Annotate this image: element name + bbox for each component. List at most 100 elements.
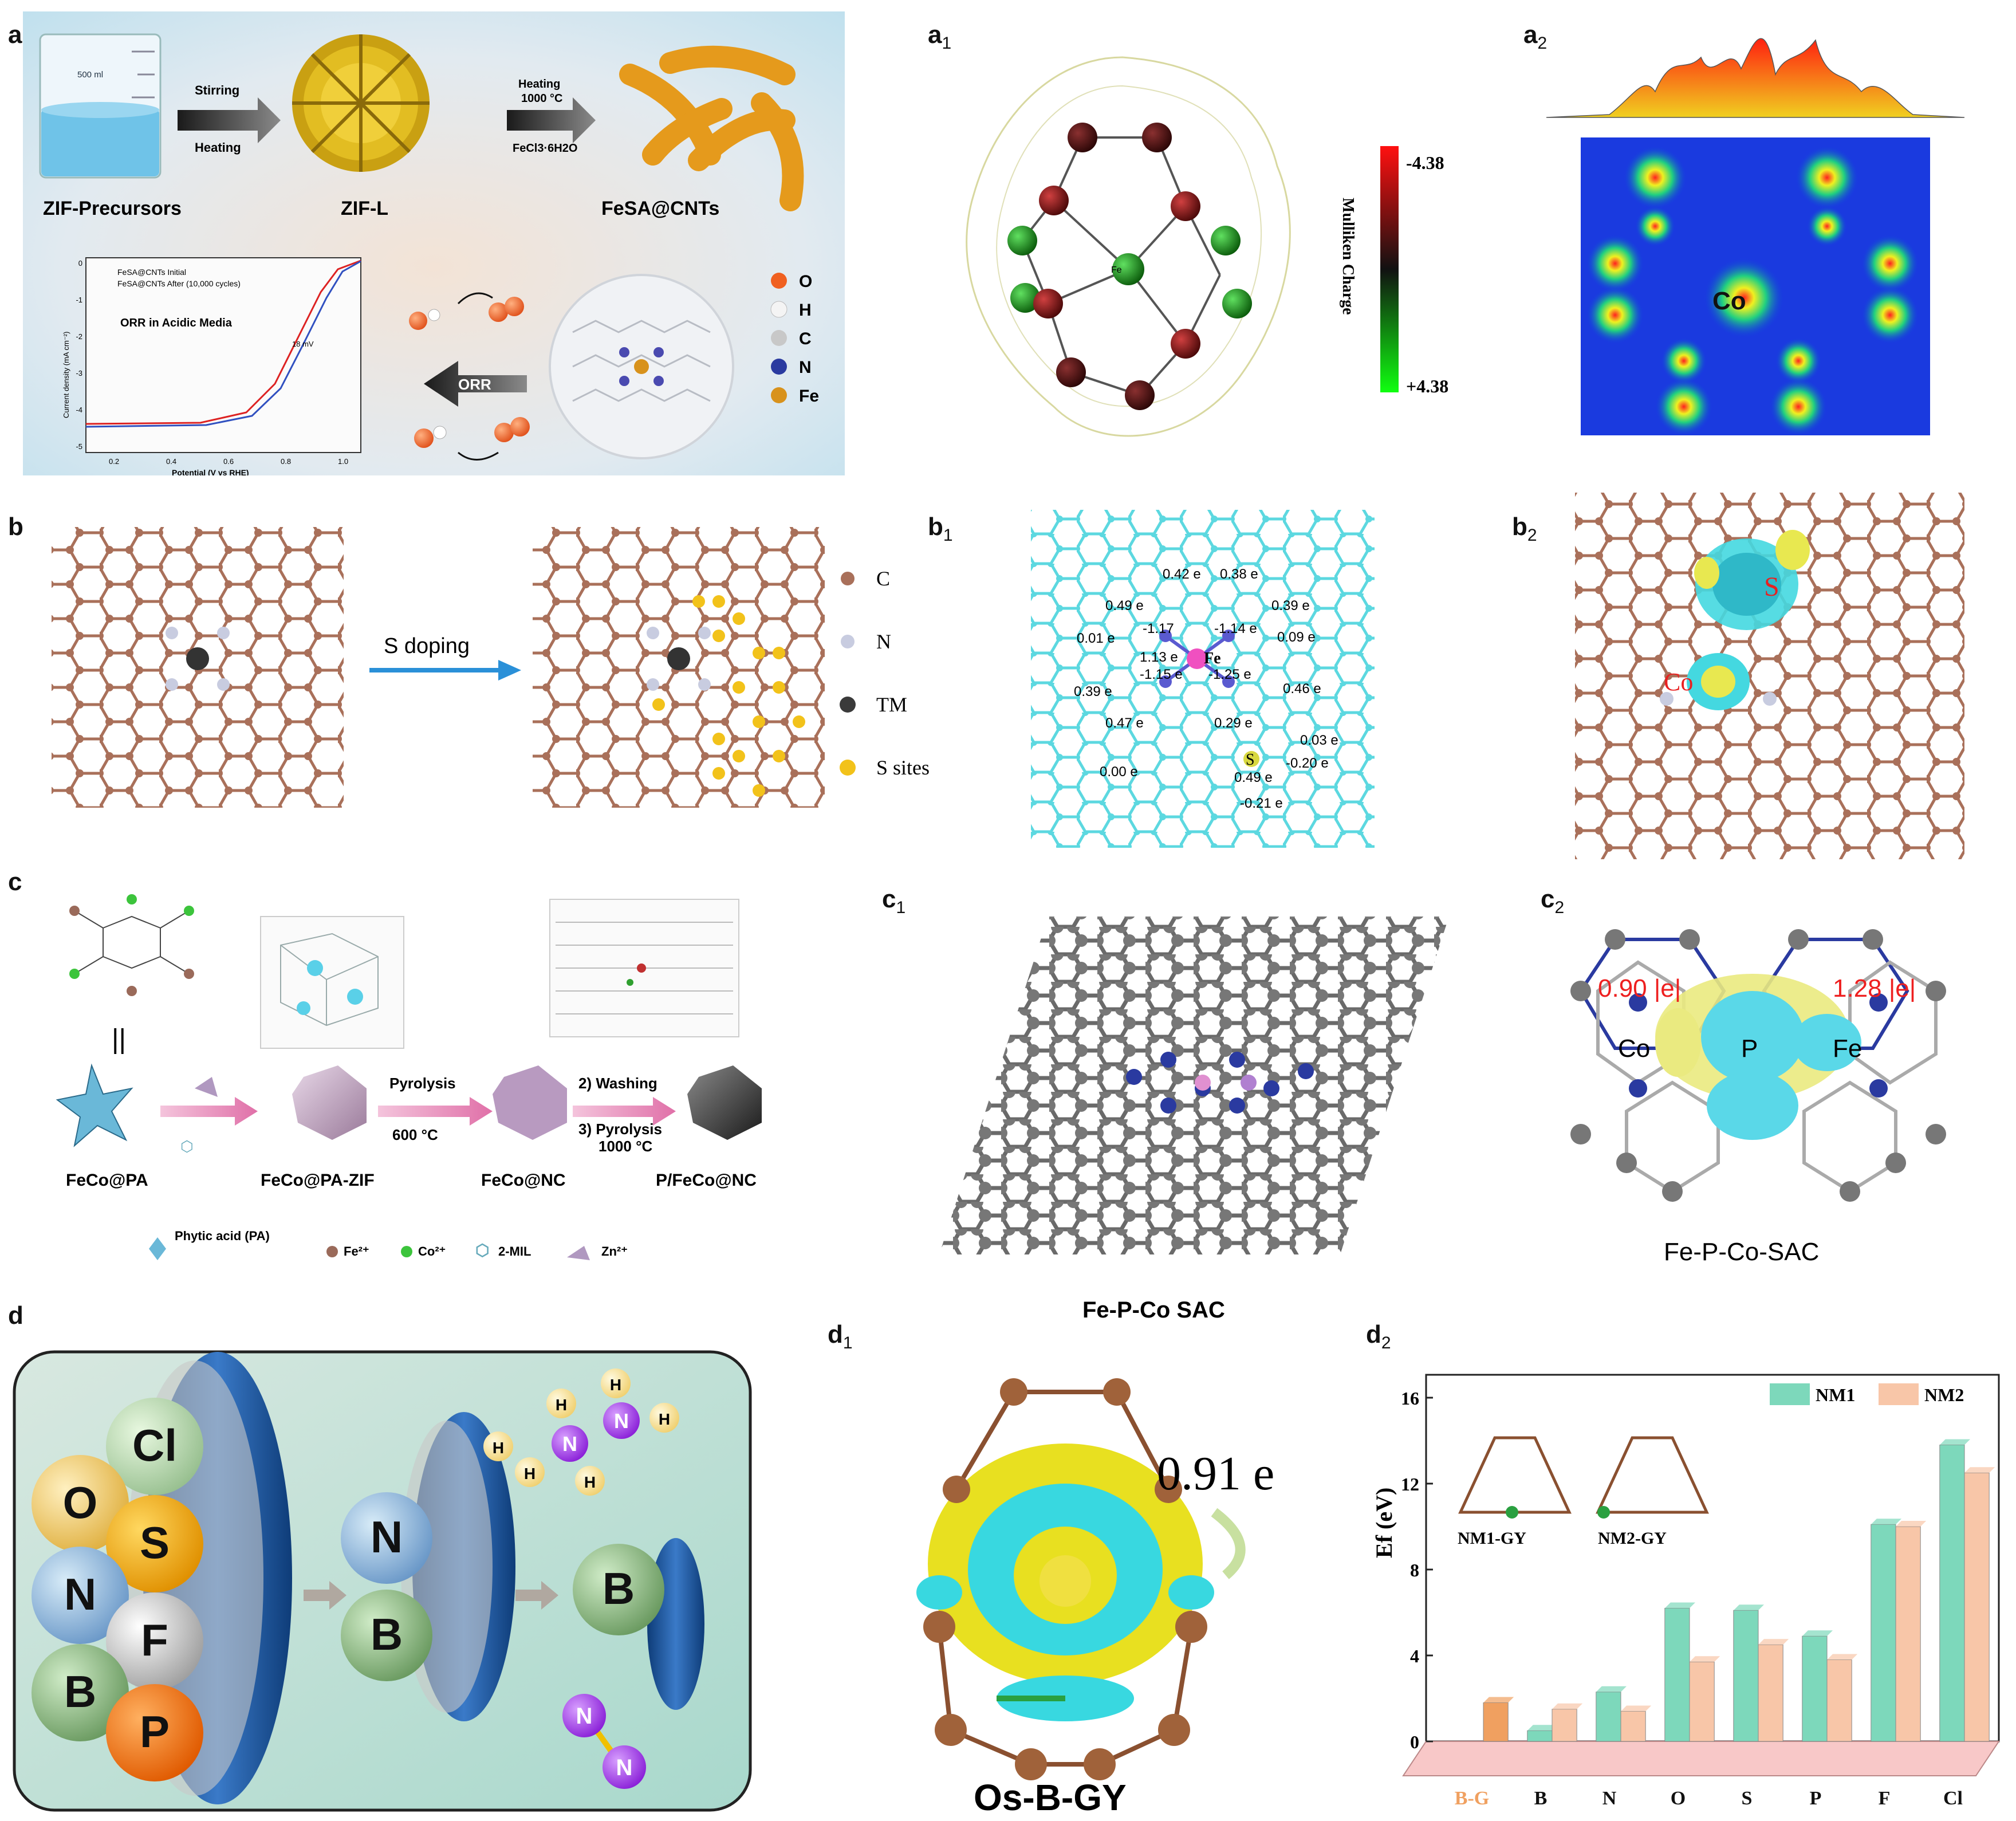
orr-cycle-icon: ORR xyxy=(409,292,530,461)
panel-a-synthesis-scheme: 500 ml Stirring Heating Heating 1000 °C … xyxy=(23,11,845,475)
mid-sphere-n xyxy=(341,1492,432,1584)
sphere-text: O xyxy=(63,1477,98,1528)
label-main: a xyxy=(928,21,942,49)
series1-label: FeSA@CNTs Initial xyxy=(117,268,186,277)
label-main: c xyxy=(1541,885,1555,913)
n-atoms xyxy=(1629,993,1888,1098)
charge: 0.01 e xyxy=(1077,631,1115,646)
inset-nm2-label: NM2-GY xyxy=(1598,1529,1667,1548)
n-text: N xyxy=(576,1704,593,1729)
charge-transfer-label: 0.91 e xyxy=(1157,1447,1274,1500)
s-atom xyxy=(1243,751,1259,767)
charge: -0.20 e xyxy=(1286,756,1329,771)
washing-label: 2) Washing xyxy=(578,1075,657,1092)
panel-label-a1: a1 xyxy=(928,21,951,53)
orr-arrow-label: ORR xyxy=(458,376,491,393)
step2-temp-text: 1000 °C xyxy=(521,92,563,105)
initial-curve xyxy=(85,259,361,425)
bar-nm2-f xyxy=(1895,1526,1921,1742)
sphere-o xyxy=(32,1455,129,1552)
xtick: 1.0 xyxy=(338,457,348,466)
charge: 0.29 e xyxy=(1214,715,1253,731)
equals-sign: || xyxy=(112,1024,126,1055)
label-sub: 2 xyxy=(1554,898,1565,917)
xtick: 0.2 xyxy=(109,457,119,466)
sphere-b xyxy=(32,1644,129,1741)
charge: 0.38 e xyxy=(1220,567,1258,582)
panel-d1-os-b-gy: 0.91 e Os-B-GY xyxy=(916,1378,1274,1816)
panel-label-c2: c2 xyxy=(1541,885,1564,918)
label-sub: 2 xyxy=(1537,33,1548,53)
washing-arrow xyxy=(573,1097,676,1126)
inset-xticks: 0.2 0.4 0.6 0.8 1.0 xyxy=(109,457,348,466)
arrow-2 xyxy=(515,1581,558,1610)
colorbar-title: Mulliken Charge xyxy=(1339,198,1357,315)
inset-ylabel: Current density (mA cm⁻²) xyxy=(62,332,70,418)
x-tick-label: F xyxy=(1879,1788,1891,1809)
tm-atom xyxy=(186,647,209,670)
feco-nc-polyhedron xyxy=(493,1065,567,1140)
fe-legend-dot xyxy=(326,1246,338,1257)
colorbar-max: -4.38 xyxy=(1406,152,1444,173)
x-tick-label: B xyxy=(1534,1788,1548,1809)
charge: 0.49 e xyxy=(1105,598,1144,613)
fe-center-label: Fe xyxy=(1111,265,1122,275)
panel-a1-mulliken-charge: Fe -4.38 +4.38 Mulliken Charge xyxy=(966,56,1448,437)
x-tick-label: N xyxy=(1602,1788,1617,1809)
bar-nm2-b-g xyxy=(1483,1702,1509,1742)
lattice-background xyxy=(1031,510,1375,848)
cnt-tubes-icon xyxy=(619,45,804,211)
xtick: 0.8 xyxy=(281,457,291,466)
legend-co: Co²⁺ xyxy=(418,1244,446,1258)
label-sub: 1 xyxy=(842,1333,853,1352)
curved-arrow-icon xyxy=(1211,1508,1246,1579)
label-main: c xyxy=(882,885,896,913)
legend-nm2-text: NM2 xyxy=(1924,1385,1964,1405)
sphere-text: N xyxy=(371,1512,403,1562)
charge: 0.09 e xyxy=(1277,630,1316,645)
y-axis-label: Ef (eV) xyxy=(1371,1488,1397,1558)
panel-label-c: c xyxy=(8,868,22,896)
charge: 0.39 e xyxy=(1271,598,1310,613)
inset-yticks: 0 -1 -2 -3 -4 -5 xyxy=(76,259,82,451)
panel-d-scheme: Cl O S N F B P N B B N N H H H H H H N N xyxy=(13,1350,752,1812)
bar-group xyxy=(1483,1439,1995,1742)
legend-nm1-swatch xyxy=(1770,1383,1810,1405)
pyrolysis2-label: 3) Pyrolysis xyxy=(578,1120,662,1138)
n-atoms xyxy=(1126,1052,1314,1114)
x-tick-label: P xyxy=(1810,1788,1822,1809)
bar-top-face xyxy=(1664,1602,1695,1608)
co-label: Co xyxy=(1618,1035,1650,1063)
label-main: d xyxy=(828,1320,843,1348)
bar-nm2-o xyxy=(1689,1661,1715,1742)
legend-nm2-swatch xyxy=(1879,1383,1919,1405)
charge-isosurface xyxy=(1655,974,1861,1140)
colorbar-min: +4.38 xyxy=(1406,376,1448,396)
h-text: H xyxy=(556,1396,567,1414)
panel-label-c1: c1 xyxy=(882,885,905,918)
charge: -0.21 e xyxy=(1240,796,1283,811)
feco-pa-zif-polyhedron xyxy=(292,1065,367,1140)
atom-spheres xyxy=(1007,123,1252,410)
sphere-text: B xyxy=(64,1666,96,1717)
pyrolysis-arrow xyxy=(378,1097,493,1126)
sphere-s xyxy=(106,1495,203,1592)
bar-top-face xyxy=(1896,1521,1927,1527)
n-text: N xyxy=(616,1755,633,1780)
bar-nm1-f xyxy=(1871,1524,1896,1742)
bar-nm1-p xyxy=(1802,1635,1828,1742)
step2-top-text: Heating xyxy=(518,78,560,91)
legend-fe-text: Fe xyxy=(799,387,819,406)
legend-tm-text: TM xyxy=(876,693,907,716)
after-cycles-curve xyxy=(85,260,361,428)
zif-zoom-box xyxy=(260,916,404,1049)
charge: 0.46 e xyxy=(1283,681,1321,697)
legend-h-text: H xyxy=(799,301,812,320)
inset-nm2-dopant xyxy=(1597,1506,1610,1519)
precursor-label: ZIF-Precursors xyxy=(43,198,182,219)
legend-tm-dot xyxy=(840,697,856,713)
bar-nm2-b xyxy=(1552,1709,1577,1742)
feco-pa-star-icon xyxy=(56,1063,133,1147)
left-charge-label: 0.90 |e| xyxy=(1598,974,1681,1002)
